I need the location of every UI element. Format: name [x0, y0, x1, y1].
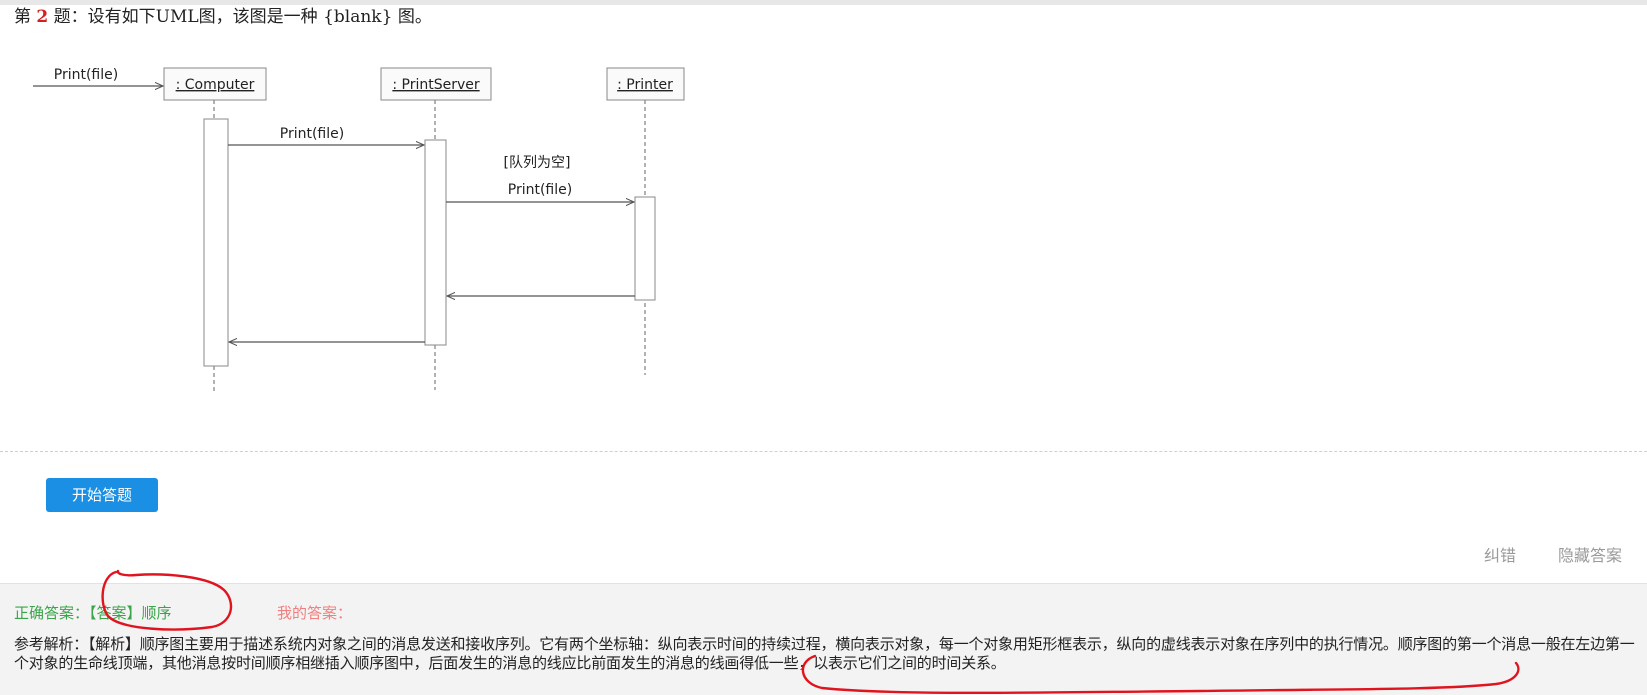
answer-panel: 正确答案：【答案】顺序 我的答案： 参考解析：【解析】顺序图主要用于描述系统内对… — [0, 583, 1647, 695]
top-bar — [0, 0, 1647, 5]
my-answer-label: 我的答案： — [277, 604, 353, 622]
hide-answer-link[interactable]: 隐藏答案 — [1558, 546, 1623, 565]
server-to-printer-label: Print(file) — [508, 182, 572, 198]
printserver-activation — [424, 139, 447, 346]
start-answer-button[interactable]: 开始答题 — [46, 478, 158, 512]
object-computer-label: : Computer — [176, 77, 255, 93]
question-text: 题：设有如下UML图，该图是一种 {blank} 图。 — [53, 7, 432, 27]
object-computer: : Computer — [163, 67, 267, 101]
object-printserver: : PrintServer — [380, 67, 492, 101]
correct-answer-value: 【答案】顺序 — [89, 604, 172, 622]
question-number: 2 — [36, 7, 49, 27]
printer-activation — [634, 196, 656, 301]
uml-sequence-diagram: : Computer : PrintServer : Printer Print… — [33, 67, 685, 392]
report-error-link[interactable]: 纠错 — [1484, 546, 1517, 565]
object-printserver-label: : PrintServer — [392, 77, 480, 93]
object-printer-label: : Printer — [617, 77, 673, 93]
object-printer: : Printer — [606, 67, 685, 101]
analysis-text: 参考解析：【解析】顺序图主要用于描述系统内对象之间的消息发送和接收序列。它有两个… — [14, 635, 1635, 672]
guard-condition-label: [队列为空] — [504, 155, 571, 171]
correct-answer: 正确答案：【答案】顺序 — [14, 602, 172, 623]
question-prefix: 第 — [14, 7, 31, 27]
computer-to-server-label: Print(file) — [280, 126, 344, 142]
incoming-message-label: Print(file) — [54, 67, 118, 83]
question-title: 第 2 题：设有如下UML图，该图是一种 {blank} 图。 — [14, 6, 432, 28]
correct-answer-label: 正确答案： — [14, 604, 90, 622]
computer-activation — [203, 118, 229, 367]
section-divider — [0, 451, 1647, 452]
